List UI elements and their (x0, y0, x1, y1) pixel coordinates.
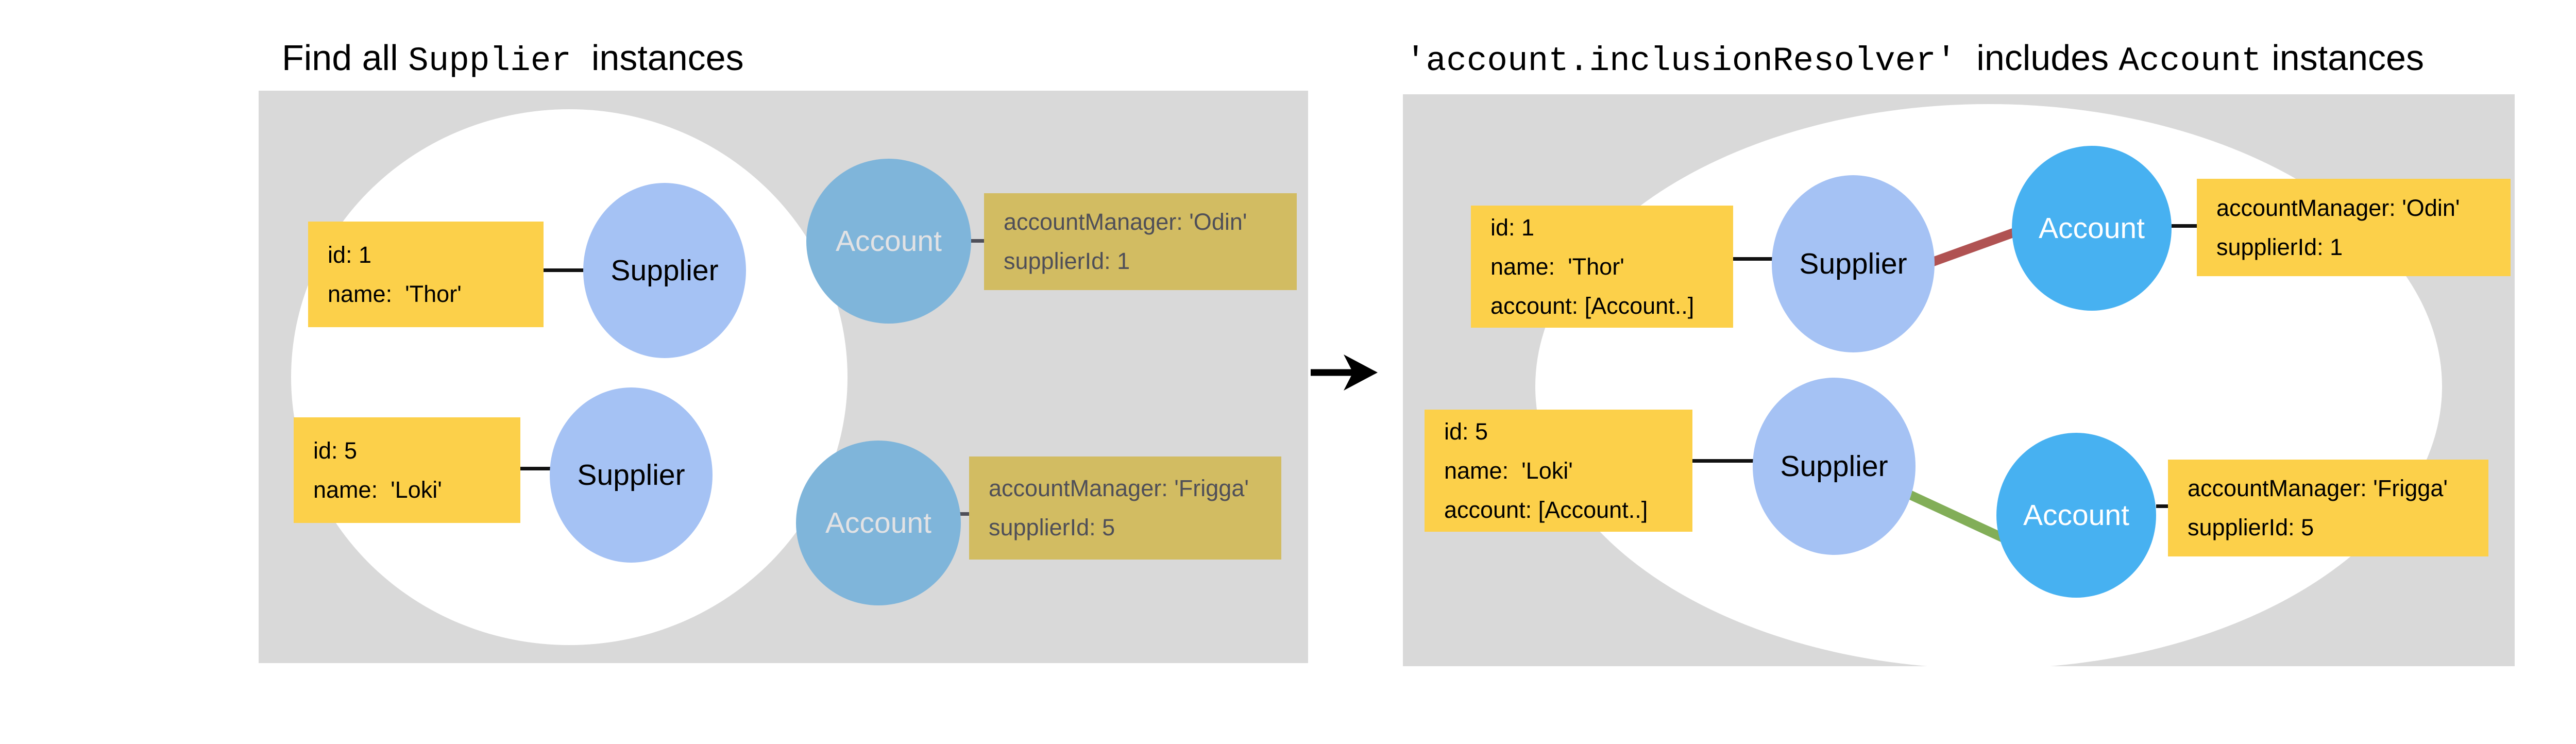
connector-thor-supplier-after (1733, 257, 1773, 261)
account-node-label: Account (2039, 212, 2145, 245)
loki-properties-text: id: 5 name: 'Loki' account: [Account..] (1444, 418, 1648, 523)
connector-account-odin (969, 239, 985, 243)
account-node-frigga-after: Account (1996, 433, 2156, 598)
frigga-account-properties-box-before: accountManager: 'Frigga' supplierId: 5 (969, 456, 1281, 560)
left-title-code-supplier: Supplier (408, 42, 571, 80)
loki-properties-box-after: id: 5 name: 'Loki' account: [Account..] (1425, 410, 1692, 532)
left-title-suffix: instances (571, 38, 744, 78)
loki-properties-box-before: id: 5 name: 'Loki' (294, 417, 520, 523)
supplier-node-thor-before: Supplier (583, 183, 746, 358)
account-node-odin-after: Account (2012, 146, 2172, 311)
supplier-node-loki-before: Supplier (550, 387, 713, 563)
supplier-node-loki-after: Supplier (1753, 378, 1916, 555)
right-title: 'account.inclusionResolver' includes Acc… (1405, 39, 2424, 80)
supplier-node-label: Supplier (1780, 450, 1888, 483)
supplier-selection-ellipse (291, 109, 848, 645)
loki-properties-text: id: 5 name: 'Loki' (313, 437, 442, 503)
odin-account-properties-box-after: accountManager: 'Odin' supplierId: 1 (2197, 179, 2511, 276)
connector-account-odin-after (2172, 224, 2198, 228)
supplier-node-thor-after: Supplier (1772, 175, 1935, 352)
transform-arrow-icon (1311, 354, 1378, 391)
connector-loki-supplier (520, 467, 552, 470)
thor-properties-box-before: id: 1 name: 'Thor' (308, 222, 544, 327)
account-node-label: Account (2023, 499, 2129, 532)
thor-properties-text: id: 1 name: 'Thor' account: [Account..] (1490, 214, 1694, 319)
frigga-properties-text: accountManager: 'Frigga' supplierId: 5 (2188, 475, 2448, 540)
supplier-node-label: Supplier (611, 254, 719, 287)
account-node-label: Account (836, 225, 942, 258)
connector-account-frigga-after (2156, 504, 2170, 508)
right-title-code-account: Account (2119, 42, 2262, 80)
frigga-properties-text: accountManager: 'Frigga' supplierId: 5 (989, 475, 1249, 540)
frigga-account-properties-box-after: accountManager: 'Frigga' supplierId: 5 (2168, 460, 2488, 556)
supplier-node-label: Supplier (577, 459, 685, 492)
odin-properties-text: accountManager: 'Odin' supplierId: 1 (2216, 194, 2460, 260)
thor-properties-box-after: id: 1 name: 'Thor' account: [Account..] (1471, 206, 1733, 328)
right-title-code-resolver: 'account.inclusionResolver' (1405, 42, 1957, 80)
supplier-node-label: Supplier (1799, 247, 1907, 280)
left-title: Find all Supplier instances (282, 39, 744, 80)
account-node-frigga-before: Account (796, 441, 961, 605)
right-title-suffix: instances (2261, 38, 2424, 78)
left-title-prefix: Find all (282, 38, 409, 78)
right-title-includes: includes (1956, 38, 2119, 78)
account-node-label: Account (825, 506, 931, 539)
account-node-odin-before: Account (806, 159, 971, 324)
connector-loki-supplier-after (1692, 459, 1754, 463)
odin-properties-text: accountManager: 'Odin' supplierId: 1 (1004, 209, 1247, 274)
connector-thor-supplier (544, 268, 586, 272)
thor-properties-text: id: 1 name: 'Thor' (328, 241, 462, 307)
odin-account-properties-box-before: accountManager: 'Odin' supplierId: 1 (984, 193, 1297, 290)
